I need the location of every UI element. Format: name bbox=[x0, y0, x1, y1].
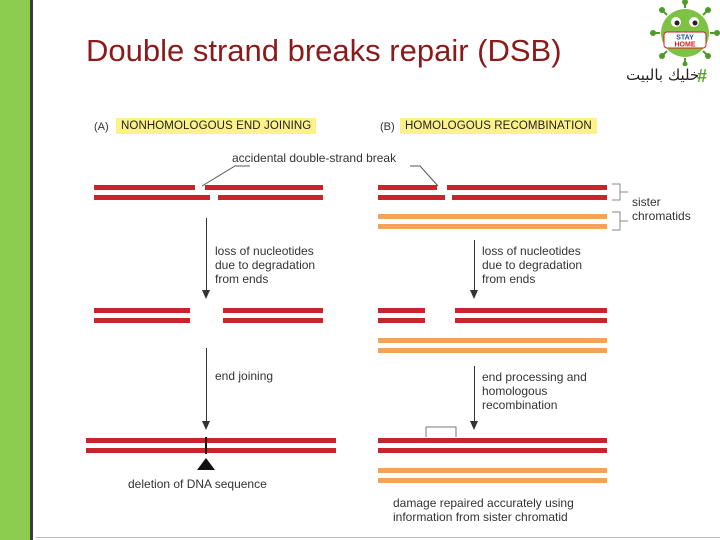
dna-strand-a3-right bbox=[223, 308, 323, 313]
panel-b-tag: (B) bbox=[380, 121, 395, 133]
break-callout-lines bbox=[201, 165, 439, 187]
arrow-a2 bbox=[206, 348, 207, 421]
slide-title: Double strand breaks repair (DSB) bbox=[86, 33, 562, 68]
panel-a-result-label: deletion of DNA sequence bbox=[128, 477, 267, 491]
arrow-a1 bbox=[206, 218, 207, 290]
panel-a-step1-label: loss of nucleotides due to degradation f… bbox=[215, 244, 316, 286]
break-label: accidental double-strand break bbox=[232, 151, 397, 165]
arrow-b2-head bbox=[470, 421, 478, 430]
logo-text-stay: STAY bbox=[676, 35, 694, 42]
sister-strand-b5 bbox=[378, 468, 607, 473]
dna-strand-a4-left bbox=[94, 318, 190, 323]
panel-b-step1-label: loss of nucleotides due to degradation f… bbox=[482, 244, 583, 286]
arrow-b1-head bbox=[470, 290, 478, 299]
sister-strand-b1 bbox=[378, 214, 607, 219]
hashtag-symbol: # bbox=[697, 66, 708, 86]
dna-strand-a2-left bbox=[94, 195, 210, 200]
panel-b-title: HOMOLOGOUS RECOMBINATION bbox=[400, 118, 597, 134]
dna-strand-a3-left bbox=[94, 308, 190, 313]
dna-strand-b5 bbox=[378, 438, 607, 443]
sister-strand-b2 bbox=[378, 224, 607, 229]
panel-b-result-label: damage repaired accurately using informa… bbox=[393, 496, 574, 524]
dna-strand-a4-right bbox=[223, 318, 323, 323]
arrow-b1 bbox=[474, 240, 475, 290]
deletion-marker-triangle bbox=[197, 458, 215, 470]
sister-strand-b4 bbox=[378, 348, 607, 353]
hashtag-text: خليك بالبيت bbox=[626, 66, 700, 84]
left-accent-bar bbox=[0, 0, 33, 540]
arrow-a2-head bbox=[202, 421, 210, 430]
dna-strand-b4-right bbox=[455, 318, 607, 323]
panel-a-step2-label: end joining bbox=[215, 369, 274, 383]
dna-strand-a2-right bbox=[218, 195, 323, 200]
dna-strand-b1-right bbox=[447, 185, 607, 190]
dna-strand-b4-left bbox=[378, 318, 425, 323]
sister-strand-b6 bbox=[378, 478, 607, 483]
dna-strand-a1-right bbox=[205, 185, 323, 190]
join-site-marker bbox=[205, 437, 207, 454]
stay-home-virus-logo: STAY HOME bbox=[650, 0, 720, 66]
footer-divider bbox=[36, 537, 720, 538]
dna-strand-b3-right bbox=[455, 308, 607, 313]
sister-bracket bbox=[612, 183, 628, 231]
arrow-a1-head bbox=[202, 290, 210, 299]
dna-strand-b3-left bbox=[378, 308, 425, 313]
dna-strand-a1-left bbox=[94, 185, 195, 190]
logo-text-home: HOME bbox=[675, 42, 696, 49]
dna-strand-b2-right bbox=[452, 195, 607, 200]
panel-a-tag: (A) bbox=[94, 121, 109, 133]
dna-strand-b6 bbox=[378, 448, 607, 453]
panel-b-step2-label: end processing and homologous recombinat… bbox=[482, 370, 587, 412]
repaired-region-bracket bbox=[425, 426, 457, 437]
dna-strand-b2-left bbox=[378, 195, 445, 200]
sister-chromatids-label: sister chromatids bbox=[632, 195, 691, 223]
dna-strand-b1-left bbox=[378, 185, 437, 190]
arrow-b2 bbox=[474, 366, 475, 421]
dna-strand-a5 bbox=[86, 438, 336, 443]
panel-a-title: NONHOMOLOGOUS END JOINING bbox=[116, 118, 317, 134]
dna-strand-a6 bbox=[86, 448, 336, 453]
sister-strand-b3 bbox=[378, 338, 607, 343]
